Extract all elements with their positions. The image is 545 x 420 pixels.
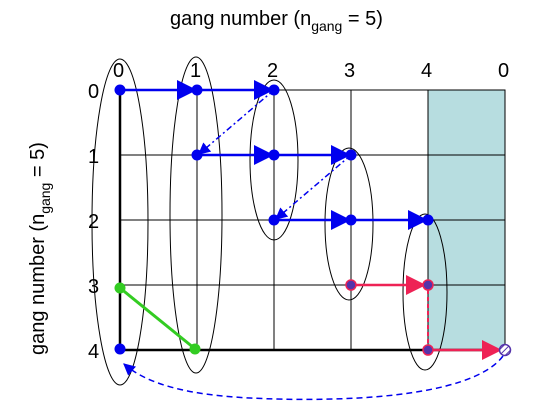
row-label-0: 0 bbox=[88, 81, 99, 103]
row-label-4: 4 bbox=[88, 341, 99, 363]
node-r3-c3 bbox=[345, 279, 357, 291]
return-curve-arrow bbox=[123, 355, 504, 401]
row-label-3: 3 bbox=[88, 276, 99, 298]
nodes bbox=[114, 84, 512, 357]
column-labels: 0 1 2 3 4 0 bbox=[113, 60, 509, 82]
node-r2-c3 bbox=[345, 214, 357, 226]
node-r1-c2 bbox=[268, 149, 280, 161]
diag-arrow-1 bbox=[198, 89, 275, 155]
node-r1-c3 bbox=[345, 149, 357, 161]
side-axis-title: gang number (ngang = 5) bbox=[27, 142, 53, 355]
col-label-1: 1 bbox=[190, 60, 201, 82]
node-r4-c4 bbox=[422, 344, 434, 356]
col-label-3: 3 bbox=[344, 60, 355, 82]
node-r1-c1 bbox=[191, 149, 203, 161]
node-r4-c1 bbox=[189, 343, 201, 355]
node-r3-c0 bbox=[114, 282, 126, 294]
blue-diagonal-arrows bbox=[198, 89, 352, 220]
node-r4-c5-hatched bbox=[498, 343, 512, 357]
row-label-1: 1 bbox=[88, 146, 99, 168]
node-r0-c0 bbox=[114, 84, 126, 96]
node-r2-c4 bbox=[422, 214, 434, 226]
col-label-5: 0 bbox=[498, 60, 509, 82]
node-r3-c4 bbox=[422, 279, 434, 291]
top-axis-title: gang number (ngang = 5) bbox=[170, 8, 383, 34]
row-labels: 0 1 2 3 4 bbox=[88, 81, 99, 363]
ellipse-col-0 bbox=[91, 58, 149, 386]
ellipse-col-2 bbox=[249, 79, 299, 241]
col-label-0: 0 bbox=[113, 60, 124, 82]
ellipse-col-1 bbox=[169, 56, 223, 374]
node-r2-c2 bbox=[268, 214, 280, 226]
node-r0-c2 bbox=[268, 84, 280, 96]
col-label-2: 2 bbox=[267, 60, 278, 82]
node-r0-c1 bbox=[191, 84, 203, 96]
red-arrows bbox=[351, 275, 502, 360]
row-label-2: 2 bbox=[88, 211, 99, 233]
diag-arrow-2 bbox=[275, 154, 352, 220]
node-r4-c0 bbox=[114, 343, 126, 355]
green-link bbox=[119, 286, 195, 350]
blue-arrows bbox=[120, 80, 428, 230]
col-label-4: 4 bbox=[421, 60, 432, 82]
